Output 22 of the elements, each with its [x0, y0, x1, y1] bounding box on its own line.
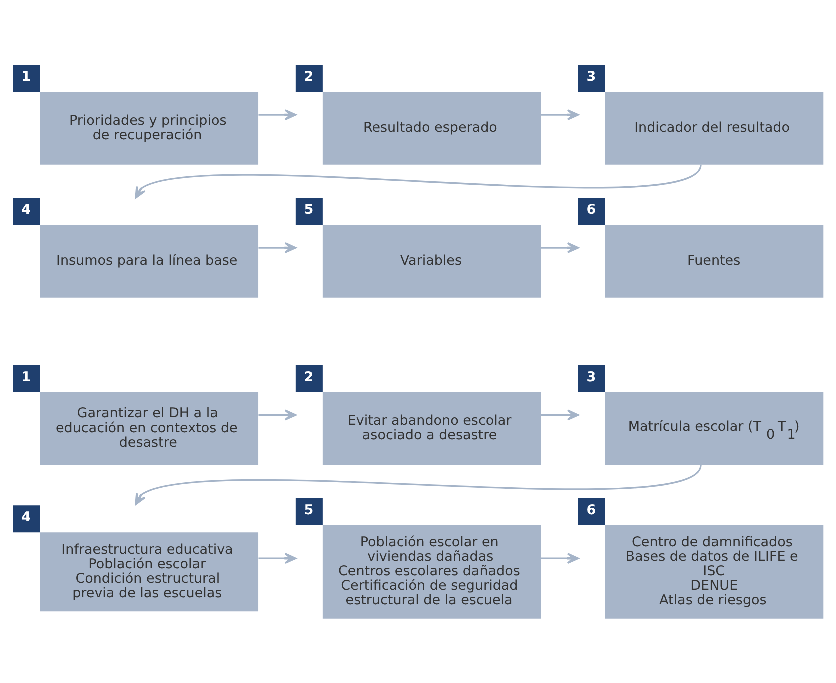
arrow [258, 552, 296, 564]
arrow [134, 164, 702, 198]
arrow [540, 552, 579, 564]
node-label: 5 [304, 502, 314, 518]
arrow [258, 409, 296, 420]
arrow [540, 409, 579, 420]
node-label: 6 [586, 502, 596, 518]
node-label: 3 [586, 68, 596, 85]
arrow [134, 464, 702, 505]
arrow [258, 109, 296, 120]
node-label: 2 [304, 368, 314, 385]
arrow [258, 242, 296, 253]
arrow [540, 109, 579, 120]
node-label: 1 [21, 68, 31, 85]
node-label: 2 [304, 68, 314, 85]
node-label: 3 [586, 368, 596, 385]
node-label: 5 [304, 202, 314, 218]
arrow [540, 242, 579, 253]
node-label: 1 [21, 368, 31, 385]
node-label: 6 [586, 202, 596, 218]
node-label: 4 [21, 202, 31, 218]
node-label: 4 [21, 509, 31, 526]
